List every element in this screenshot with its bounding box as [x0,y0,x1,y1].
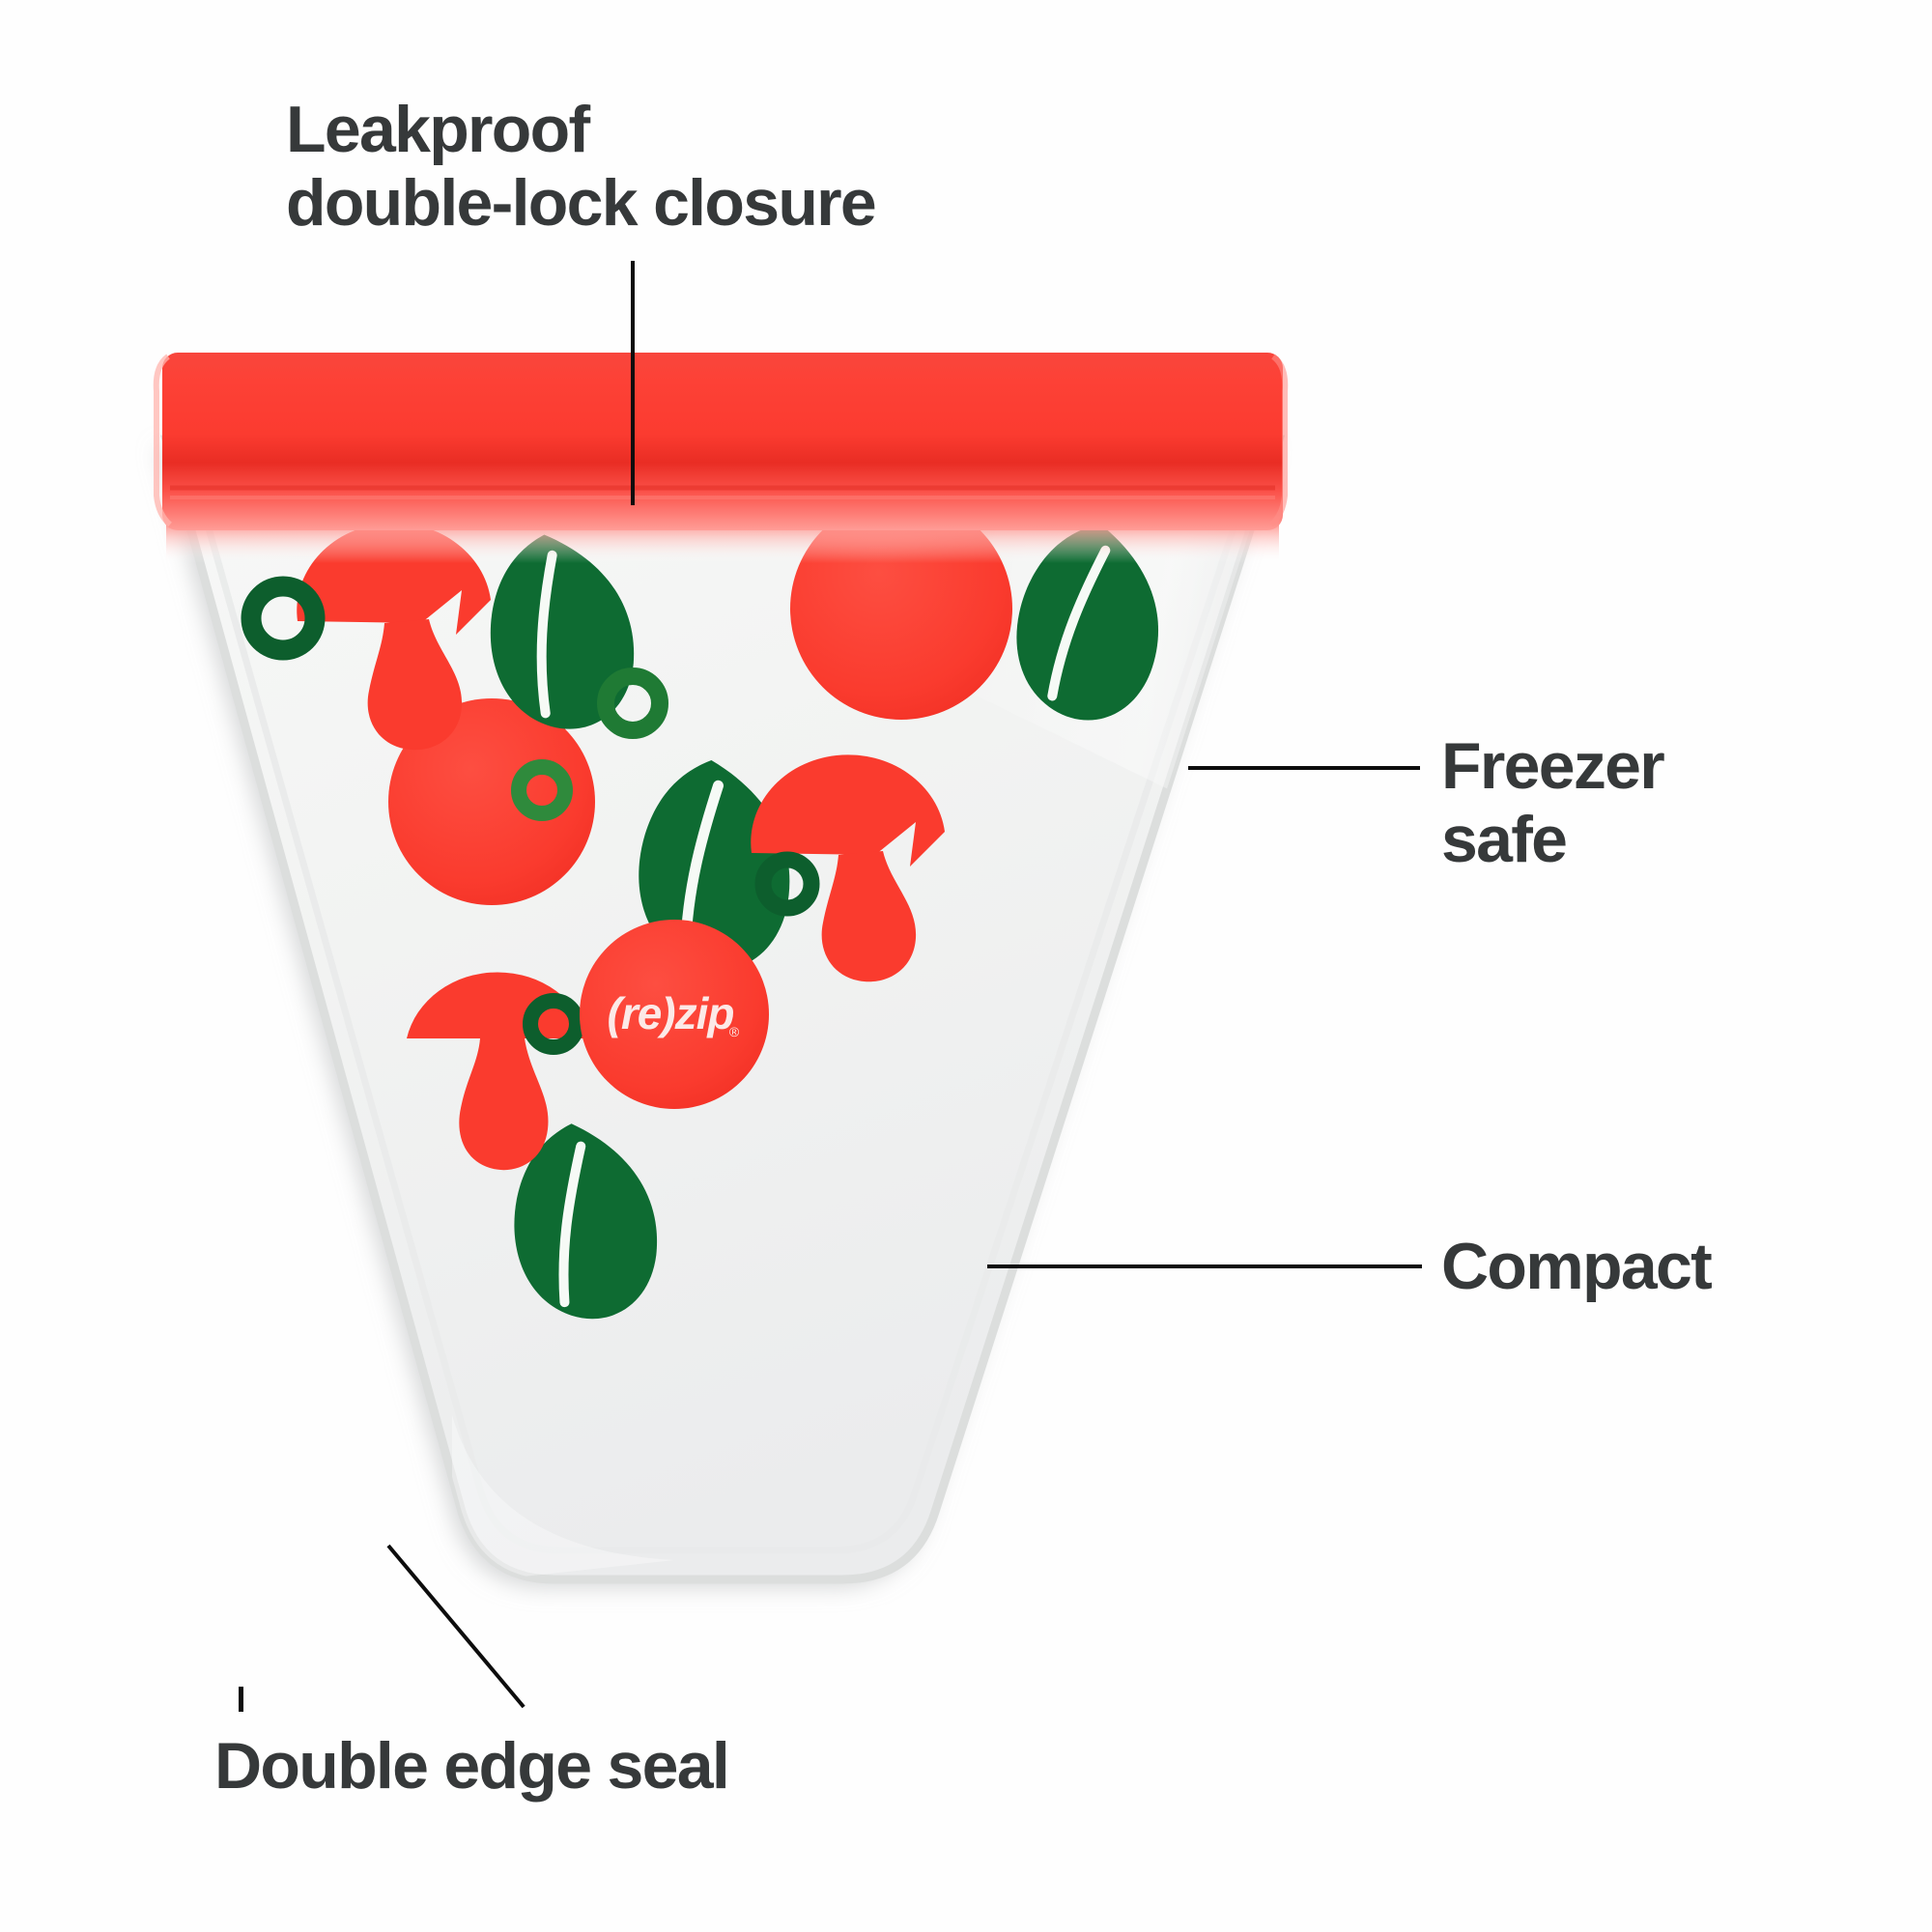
leader-line-leakproof [631,261,635,505]
logo-registered-mark: ® [729,1024,740,1039]
olive-ring-icon [241,576,326,661]
basil-leaf-icon [1016,524,1158,721]
callout-label-compact: Compact [1441,1230,1713,1303]
leader-line-freezer-safe [1188,766,1420,770]
inner-seal-line [186,463,1259,1554]
double-lock-closure [153,353,1289,563]
olive-ring-icon [754,851,820,917]
callout-label-double-edge-seal: Double edge seal [214,1729,730,1803]
callout-label-leakproof: Leakproof double-lock closure [286,93,877,241]
basil-leaf-icon [514,1123,658,1320]
registration-tick-mark [239,1687,243,1712]
olive-ring-icon [523,993,584,1055]
olive-ring-icon [597,668,668,739]
double-edge-seal-rim [160,435,1286,1584]
olive-ring-icon [511,759,573,821]
basil-leaf-icon [490,534,635,729]
callout-label-freezer-safe: Freezer safe [1441,729,1665,877]
product-image-pizza-slice-bag: (re)zip ® [153,353,1289,1584]
mushroom-icon [407,972,588,1171]
brand-logo-pepperoni: (re)zip ® [580,920,769,1109]
pepperoni-icon [388,698,595,905]
rezip-logo: (re)zip ® [608,988,740,1039]
logo-text: (re)zip [608,988,734,1038]
pepperoni-icon [580,920,769,1109]
leader-line-compact [987,1264,1422,1268]
mushroom-icon [751,754,945,982]
